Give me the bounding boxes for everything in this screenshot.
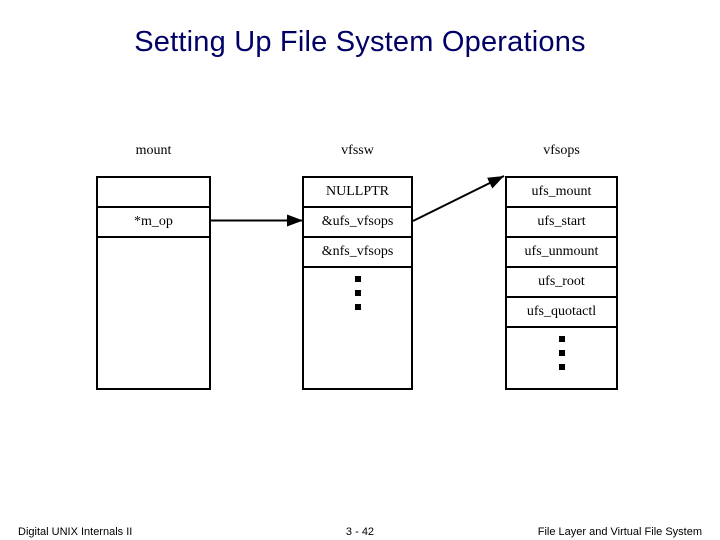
column-header-vfsops: vfsops xyxy=(543,143,580,158)
struct-box-vfssw: NULLPTR &ufs_vfsops &nfs_vfsops xyxy=(302,176,413,390)
struct-cell-vfsops-ufs-root: ufs_root xyxy=(507,268,616,298)
column-header-mount: mount xyxy=(135,143,172,158)
ellipsis-dot xyxy=(558,336,565,342)
struct-cell-vfsops-ufs-quotactl: ufs_quotactl xyxy=(507,298,616,328)
struct-filler-mount xyxy=(98,238,209,388)
struct-cell-vfsops-ufs-start: ufs_start xyxy=(507,208,616,238)
page-title: Setting Up File System Operations xyxy=(134,26,586,58)
struct-filler-vfsops xyxy=(507,328,616,388)
ellipsis-dot xyxy=(558,364,565,370)
struct-box-mount: *m_op xyxy=(96,176,211,390)
footer-right-text: File Layer and Virtual File System xyxy=(537,526,702,538)
footer-left-text: Digital UNIX Internals II xyxy=(18,526,133,538)
struct-cell-vfsops-ufs-unmount: ufs_unmount xyxy=(507,238,616,268)
footer-page-number: 3 - 42 xyxy=(345,526,375,538)
struct-box-vfsops: ufs_mount ufs_start ufs_unmount ufs_root… xyxy=(505,176,618,390)
ellipsis-dot xyxy=(354,276,361,282)
struct-filler-vfssw xyxy=(304,268,411,388)
ellipsis-dot xyxy=(354,290,361,296)
struct-cell-vfssw-ufs-vfsops: &ufs_vfsops xyxy=(304,208,411,238)
struct-cell-vfssw-nullptr: NULLPTR xyxy=(304,178,411,208)
ellipsis-dot xyxy=(354,304,361,310)
ellipsis-dot xyxy=(558,350,565,356)
struct-cell-mount-m-op: *m_op xyxy=(98,208,209,238)
vertical-ellipsis-icon xyxy=(558,336,565,370)
arrow-ufs-vfsops-to-vfsops xyxy=(412,175,505,222)
struct-cell-vfsops-ufs-mount: ufs_mount xyxy=(507,178,616,208)
vertical-ellipsis-icon xyxy=(354,276,361,310)
struct-cell-vfssw-nfs-vfsops: &nfs_vfsops xyxy=(304,238,411,268)
struct-cell-mount-0 xyxy=(98,178,209,208)
column-header-vfssw: vfssw xyxy=(341,143,374,158)
